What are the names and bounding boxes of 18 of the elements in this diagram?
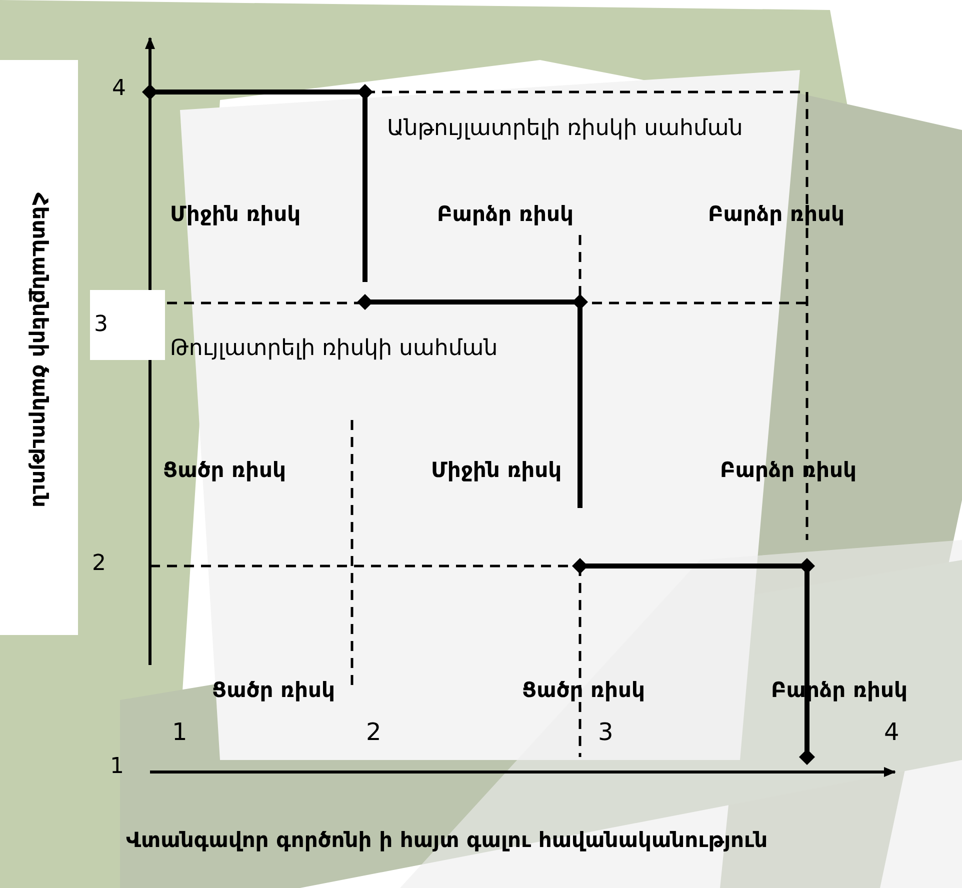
risk-level-label: Բարձր ռիսկ [437,204,574,225]
risk-level-label: Ցածր ռիսկ [212,680,336,701]
axis-tick-label: 2 [92,553,106,575]
risk-level-label: Բարձր ռիսկ [708,204,844,225]
axis-tick-label: 1 [110,756,124,778]
axis-tick-label: 4 [884,720,900,744]
axis-title: Վտանգավոր գործոնի ի հայտ գալու հավանականություն [126,830,768,851]
risk-level-label: Ցածր ռիսկ [163,460,286,481]
axis-title: Հետևանքների ծանրություն [26,192,53,508]
axis-tick-label: 3 [598,720,614,744]
axis-tick-label: 1 [172,720,188,744]
risk-level-label: Միջին ռիսկ [170,204,301,225]
risk-level-label: Միջին ռիսկ [431,460,562,481]
axis-tick-label: 2 [366,720,382,744]
boundary-label: Անթույլատրելի ռիսկի սահման [387,118,743,140]
axis-tick-label: 4 [112,78,126,100]
boundary-label: Թույլատրելի ռիսկի սահման [170,338,498,360]
axis-tick-label: 3 [90,290,165,360]
